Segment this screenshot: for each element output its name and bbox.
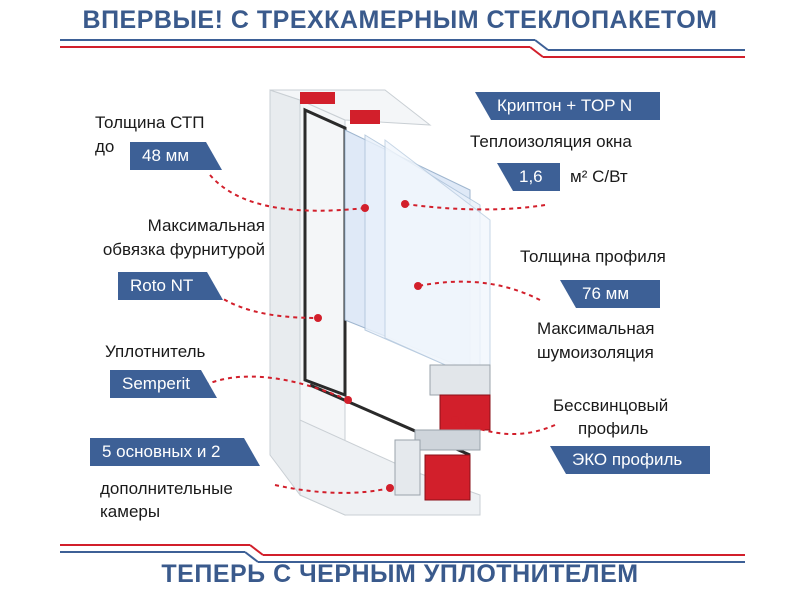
- stp-label-line1: Толщина СТП: [95, 113, 205, 132]
- stp-value-badge: 48 мм: [130, 142, 222, 170]
- pointer-dots: [314, 200, 459, 492]
- window-frame: [269, 89, 491, 516]
- chambers-value-badge: 5 основных и 2: [90, 438, 260, 466]
- chambers-label-line1: дополнительные: [100, 479, 233, 498]
- noise-label-line1: Максимальная: [537, 319, 655, 338]
- profile-thickness-label: Толщина профиля: [520, 247, 666, 266]
- glass-fill-badge: Криптон + TOP N: [475, 92, 660, 120]
- eco-label-line1: Бессвинцовый: [553, 396, 669, 415]
- eco-label-line2: профиль: [578, 419, 649, 438]
- fittings-label-line2: обвязка фурнитурой: [102, 240, 265, 259]
- fittings-value-badge: Roto NT: [118, 272, 223, 300]
- bottom-title: ТЕПЕРЬ С ЧЕРНЫМ УПЛОТНИТЕЛЕМ: [161, 560, 639, 588]
- noise-label-line2: шумоизоляция: [537, 343, 654, 362]
- top-divider: [60, 39, 745, 58]
- seal-label: Уплотнитель: [105, 342, 206, 361]
- thermal-unit: м² С/Вт: [570, 167, 628, 186]
- chambers-label-line2: камеры: [100, 502, 161, 521]
- profile-thickness-badge: 76 мм: [560, 280, 660, 308]
- stp-label-line2: до: [95, 137, 115, 156]
- seal-value-badge: Semperit: [110, 370, 217, 398]
- thermal-label: Теплоизоляция окна: [470, 132, 632, 151]
- fittings-label-line1: Максимальная: [147, 216, 265, 235]
- bottom-divider: [60, 544, 745, 563]
- top-title: ВПЕРВЫЕ! С ТРЕХКАМЕРНЫМ СТЕКЛОПАКЕТОМ: [82, 6, 718, 34]
- eco-value-badge: ЭКО профиль: [550, 446, 710, 474]
